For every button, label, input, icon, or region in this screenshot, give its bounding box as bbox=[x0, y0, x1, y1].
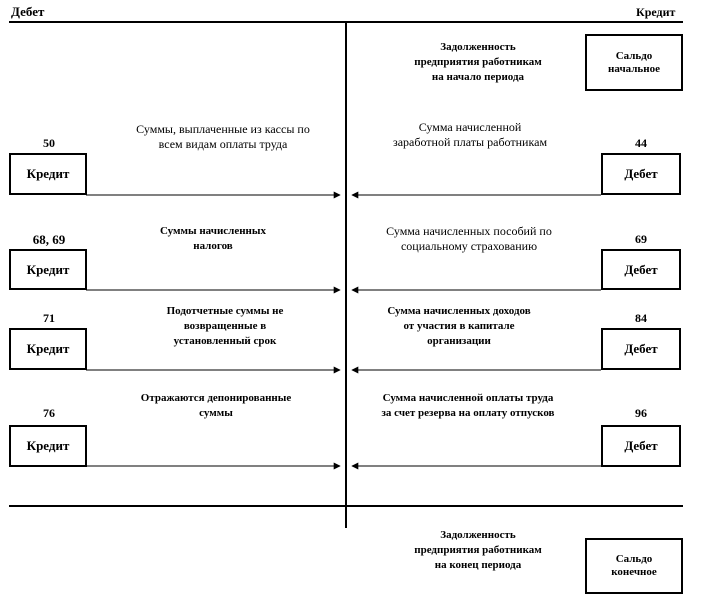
row2-left-text: Суммы начисленных налогов bbox=[160, 225, 266, 252]
closing-balance-box: Сальдо конечное bbox=[585, 538, 683, 594]
row4-right-number: 96 bbox=[635, 406, 647, 420]
row3-left-number: 71 bbox=[43, 311, 55, 325]
row2-right-number: 69 bbox=[635, 232, 647, 246]
row3-right-number: 84 bbox=[635, 311, 647, 325]
opening-balance-text: Задолженность предприятия работникам на … bbox=[414, 41, 542, 83]
row3-right-text: Сумма начисленных доходов от участия в к… bbox=[387, 305, 531, 347]
row1-left-text: Суммы, выплаченные из кассы по всем вида… bbox=[136, 122, 310, 151]
row1-right-number: 44 bbox=[635, 136, 647, 150]
row1-right-box: Дебет bbox=[601, 153, 681, 195]
row2-left-box: Кредит bbox=[9, 249, 87, 290]
closing-line bbox=[9, 505, 683, 507]
row2-right-box: Дебет bbox=[601, 249, 681, 290]
debit-header: Дебет bbox=[11, 4, 45, 19]
row2-left-number: 68, 69 bbox=[32, 232, 66, 247]
row4-left-number: 76 bbox=[43, 406, 55, 420]
row4-right-text: Сумма начисленной оплаты труда за счет р… bbox=[381, 392, 555, 419]
row1-left-box: Кредит bbox=[9, 153, 87, 195]
row4-left-box: Кредит bbox=[9, 425, 87, 467]
row2-right-text: Сумма начисленных пособий по социальному… bbox=[386, 224, 552, 253]
opening-balance-box: Сальдо начальное bbox=[585, 34, 683, 91]
row4-right-box: Дебет bbox=[601, 425, 681, 467]
row3-right-box: Дебет bbox=[601, 328, 681, 370]
closing-balance-text: Задолженность предприятия работникам на … bbox=[414, 529, 542, 571]
credit-header: Кредит bbox=[636, 5, 676, 19]
row1-right-text: Сумма начисленной заработной платы работ… bbox=[392, 120, 548, 149]
row4-left-text: Отражаются депонированные суммы bbox=[140, 392, 292, 419]
row3-left-text: Подотчетные суммы не возвращенные в уста… bbox=[166, 305, 284, 347]
row1-left-number: 50 bbox=[43, 136, 55, 150]
top-header-line bbox=[9, 21, 683, 23]
row3-left-box: Кредит bbox=[9, 328, 87, 370]
